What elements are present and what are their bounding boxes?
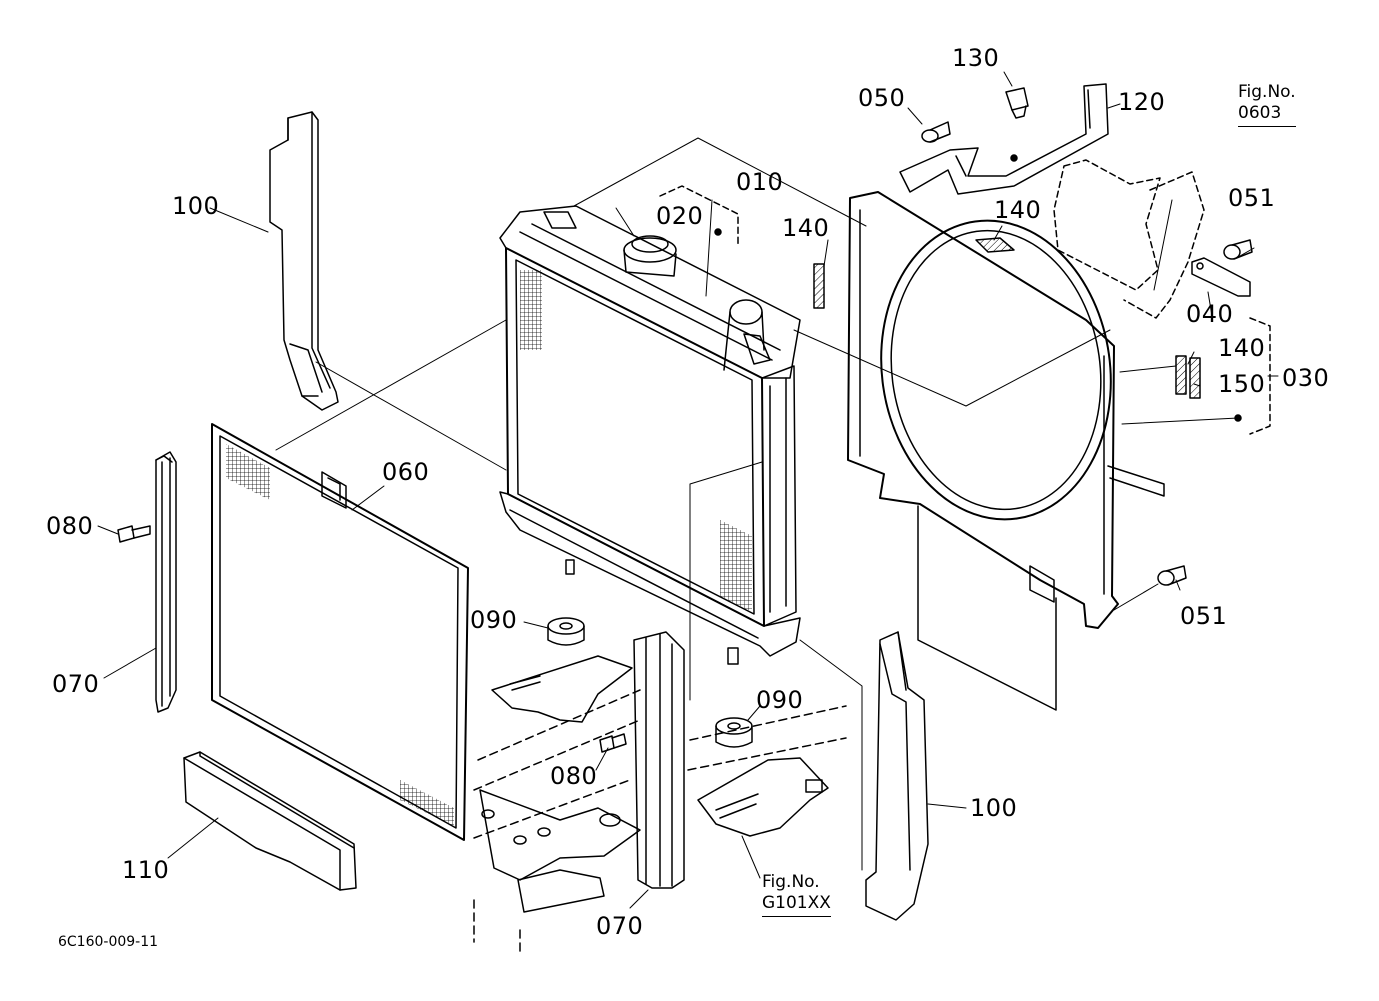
callout-100-left: 100	[172, 192, 220, 220]
callout-030: 030	[1282, 364, 1330, 392]
vehicle-frame-solid	[479, 789, 641, 913]
bracket-upper	[899, 83, 1109, 195]
bolt-left	[117, 525, 151, 543]
callout-051-top: 051	[1228, 184, 1276, 212]
side-rubber-right	[633, 631, 685, 889]
figure-ref-0603: Fig.No. 0603	[1238, 82, 1296, 127]
bolt-051-top	[1223, 239, 1253, 260]
tape-140-right	[1175, 355, 1187, 395]
callout-070-left: 070	[52, 670, 100, 698]
plate-040	[1191, 257, 1251, 297]
side-seal-right	[865, 631, 929, 921]
mount-bracket-right	[697, 757, 829, 837]
callout-060: 060	[382, 458, 430, 486]
dust-screen	[211, 423, 469, 841]
bolt-051-bottom	[1157, 565, 1187, 586]
callout-140-left: 140	[782, 214, 830, 242]
tape-140-left	[813, 263, 825, 309]
callout-010: 010	[736, 168, 784, 196]
callout-070-right: 070	[596, 912, 644, 940]
callout-140-top: 140	[994, 196, 1042, 224]
callout-090-right: 090	[756, 686, 804, 714]
figure-ref-0603-line2: 0603	[1238, 103, 1296, 127]
callout-150: 150	[1218, 370, 1266, 398]
callout-080-center: 080	[550, 762, 598, 790]
callout-120: 120	[1118, 88, 1166, 116]
figure-ref-g101xx-line1: Fig.No.	[762, 872, 820, 892]
callout-051-bottom: 051	[1180, 602, 1228, 630]
lower-seal	[183, 751, 357, 891]
side-rubber-left	[155, 451, 177, 713]
leader-lines	[97, 71, 1279, 909]
callout-130: 130	[952, 44, 1000, 72]
rubber-mount-right	[715, 717, 753, 748]
side-seal-left	[269, 111, 339, 411]
bolt-center	[599, 733, 627, 753]
radiator	[499, 205, 801, 665]
group-bracket-010	[659, 185, 739, 247]
callout-080-left: 080	[46, 512, 94, 540]
mount-bracket-left	[491, 655, 633, 723]
bolt-130	[1005, 87, 1029, 162]
bolt-050	[921, 121, 951, 143]
callout-050: 050	[858, 84, 906, 112]
callout-040: 040	[1186, 300, 1234, 328]
fan-shroud	[847, 191, 1165, 711]
callout-110: 110	[122, 856, 170, 884]
callout-020: 020	[656, 202, 704, 230]
figure-ref-g101xx-line2: G101XX	[762, 893, 831, 917]
drawing-code: 6C160-009-11	[58, 934, 159, 950]
callout-090-left: 090	[470, 606, 518, 634]
vehicle-frame	[473, 689, 847, 953]
bracket-ref-0603	[1053, 159, 1205, 319]
rubber-mount-left	[547, 617, 585, 646]
callout-100-right: 100	[970, 794, 1018, 822]
tape-150	[1189, 357, 1201, 399]
callout-140-right: 140	[1218, 334, 1266, 362]
figure-ref-0603-line1: Fig.No.	[1238, 82, 1296, 102]
figure-ref-g101xx: Fig.No. G101XX	[762, 872, 831, 917]
